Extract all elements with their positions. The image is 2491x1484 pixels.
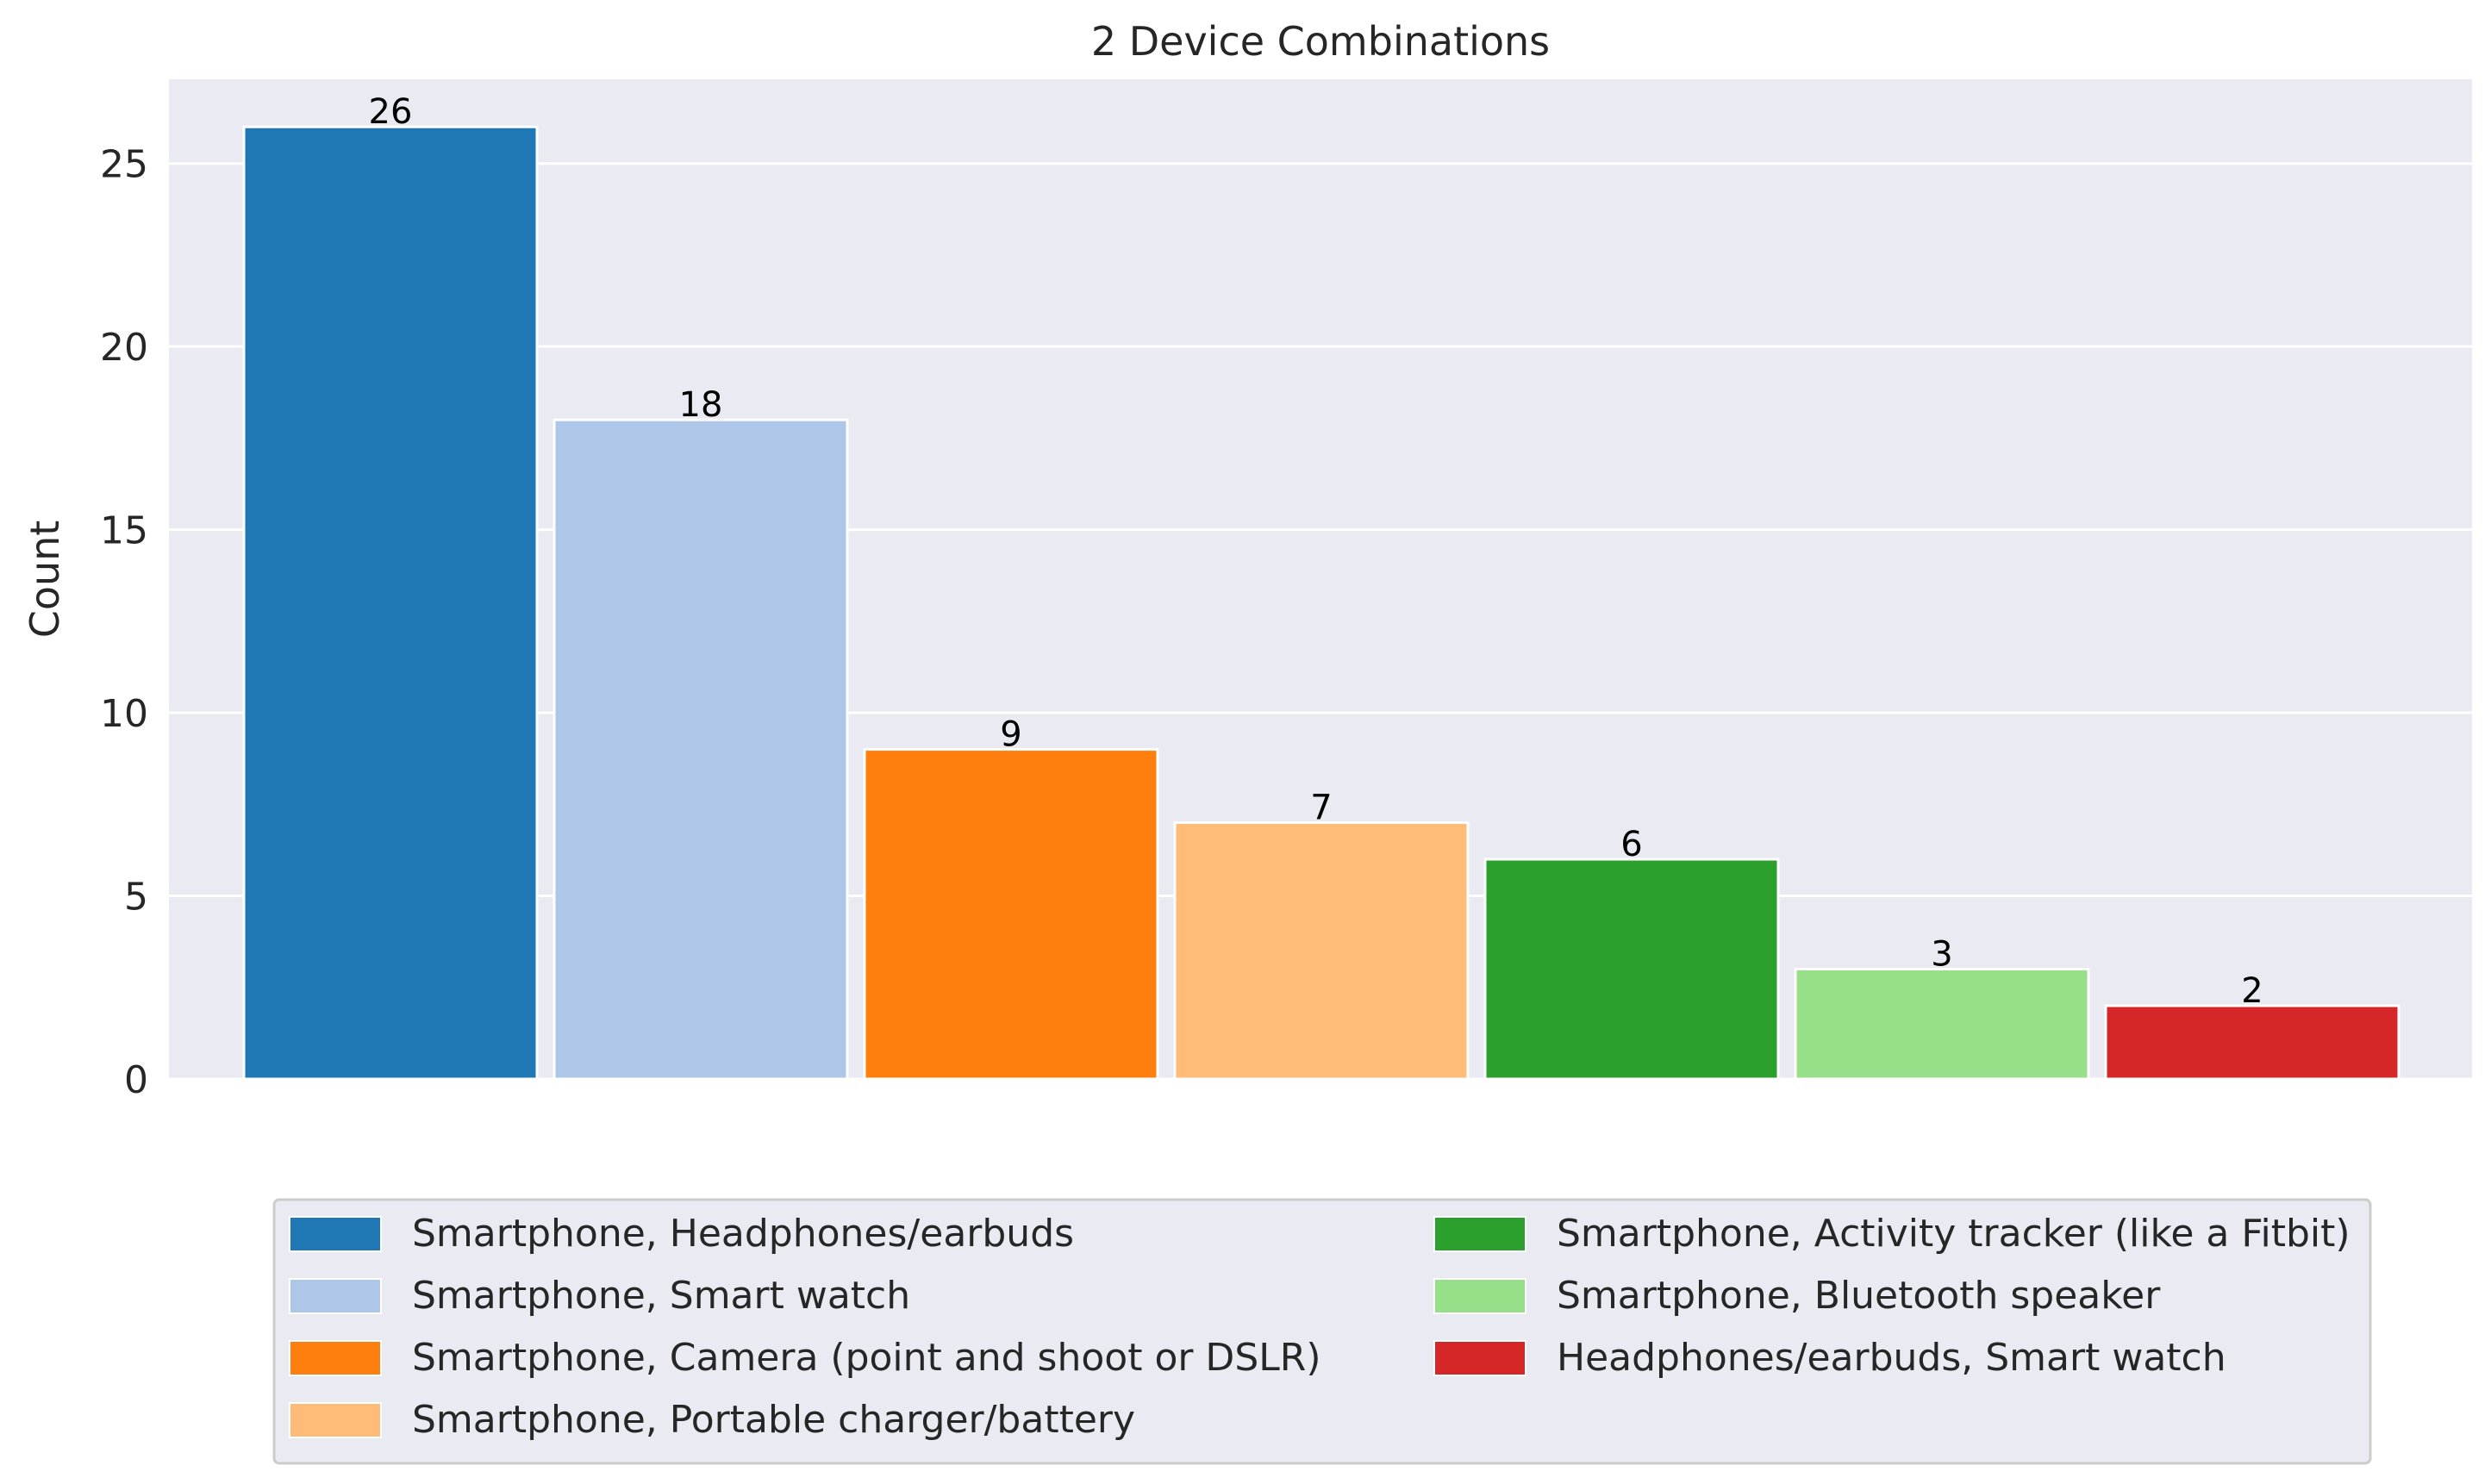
legend-label: Smartphone, Portable charger/battery xyxy=(412,1398,1135,1442)
y-axis-ticks: 0 5 10 15 20 25 xyxy=(100,143,148,1102)
bar-value-label: 26 xyxy=(369,92,413,132)
bar xyxy=(863,748,1159,1081)
chart-title: 2 Device Combinations xyxy=(1091,18,1550,65)
y-tick-label: 15 xyxy=(100,509,148,553)
bar xyxy=(1173,821,1470,1081)
legend-swatch xyxy=(1433,1340,1526,1376)
legend-swatch xyxy=(289,1340,382,1376)
legend-swatch xyxy=(289,1216,382,1252)
legend-label: Smartphone, Camera (point and shoot or D… xyxy=(412,1336,1321,1380)
bar-value-label: 9 xyxy=(1000,715,1021,755)
y-tick-label: 0 xyxy=(124,1058,148,1102)
bar-value-label: 18 xyxy=(679,385,723,425)
legend-label: Smartphone, Smart watch xyxy=(412,1274,910,1318)
labels-layer: 26 18 9 7 6 3 2 xyxy=(369,92,2263,1011)
bar xyxy=(242,125,539,1081)
y-axis-label: Count xyxy=(22,521,68,639)
legend-frame xyxy=(272,1198,2372,1465)
legend-label: Smartphone, Activity tracker (like a Fit… xyxy=(1557,1212,2351,1256)
bar xyxy=(553,418,849,1081)
bar-value-label: 7 xyxy=(1310,789,1332,828)
legend-swatch xyxy=(289,1402,382,1438)
bar-value-label: 6 xyxy=(1620,825,1642,864)
bars-layer xyxy=(242,125,2400,1081)
y-tick-label: 20 xyxy=(100,326,148,370)
legend-swatch xyxy=(289,1278,382,1314)
y-tick-label: 25 xyxy=(100,143,148,187)
y-tick-label: 5 xyxy=(124,876,148,920)
legend-swatch xyxy=(1433,1278,1526,1314)
legend: Smartphone, Headphones/earbudsSmartphone… xyxy=(272,1198,2372,1465)
bar-value-label: 2 xyxy=(2241,971,2263,1011)
bar xyxy=(2104,1004,2400,1081)
bar xyxy=(1794,968,2090,1081)
legend-label: Smartphone, Headphones/earbuds xyxy=(412,1212,1074,1256)
bar-value-label: 3 xyxy=(1931,935,1952,975)
legend-swatch xyxy=(1433,1216,1526,1252)
legend-label: Headphones/earbuds, Smart watch xyxy=(1557,1336,2226,1380)
plot-area: 26 18 9 7 6 3 2 xyxy=(169,79,2472,1081)
legend-label: Smartphone, Bluetooth speaker xyxy=(1557,1274,2161,1318)
bar xyxy=(1483,857,1780,1081)
y-tick-label: 10 xyxy=(100,692,148,736)
legend-items: Smartphone, Headphones/earbudsSmartphone… xyxy=(289,1212,2351,1442)
